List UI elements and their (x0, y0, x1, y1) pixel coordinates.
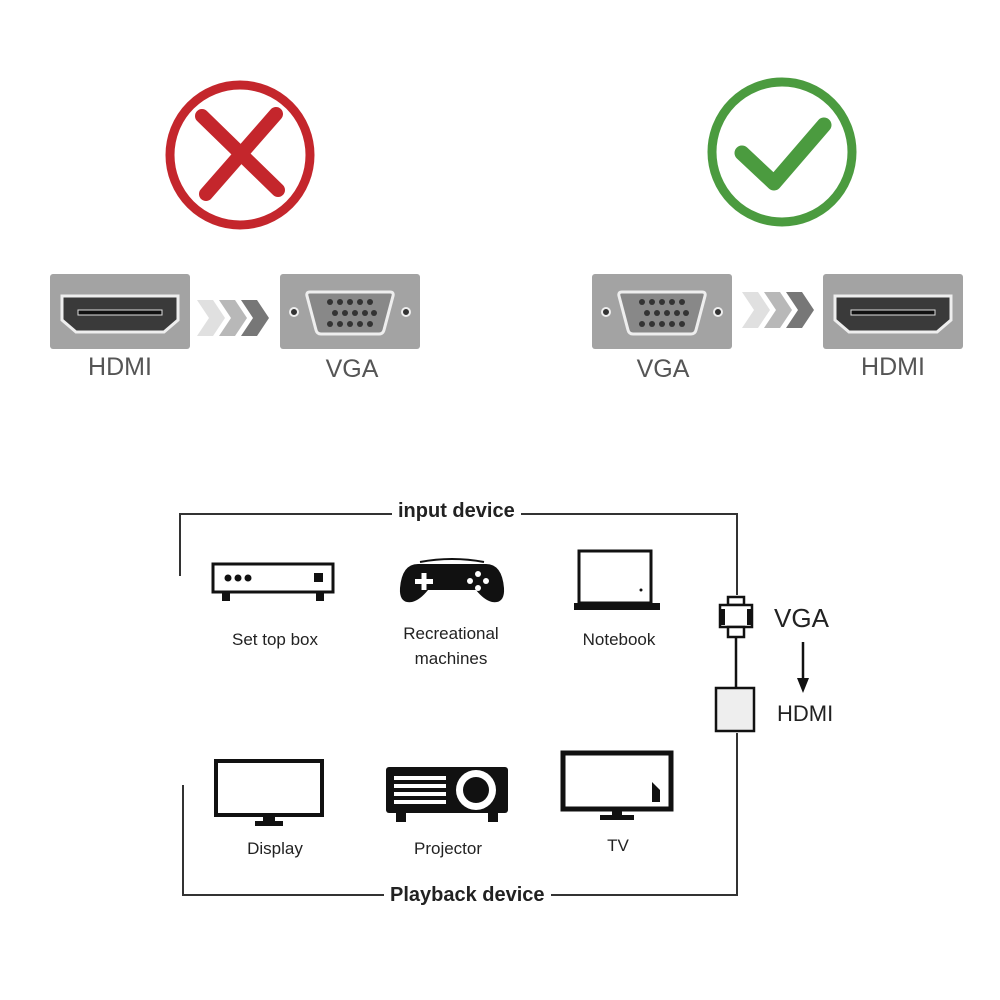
hdmi-label: HDMI (88, 353, 152, 381)
arrow-down-icon (797, 642, 809, 693)
direction-arrows-icon (742, 292, 814, 328)
vga-port-panel-right (592, 274, 732, 349)
vga-to-hdmi-adapter-icon (714, 595, 756, 733)
notebook-label: Notebook (582, 630, 656, 649)
display-icon (214, 759, 324, 826)
hdmi-label-right: HDMI (861, 353, 925, 381)
vga-label-right: VGA (636, 355, 690, 383)
vga-label: VGA (325, 355, 379, 383)
vga-port-icon (289, 290, 411, 336)
vga-port-panel (280, 274, 420, 349)
label-line: machines (414, 649, 488, 668)
input-device-title: input device (392, 500, 521, 523)
adapter-hdmi-label: HDMI (777, 701, 834, 726)
notebook-icon (574, 549, 660, 610)
bracket-line (179, 513, 181, 576)
label-line: Recreational (403, 624, 499, 643)
hdmi-port-panel (50, 274, 190, 349)
playback-device-title: Playback device (384, 884, 551, 907)
direction-arrows-icon (197, 300, 269, 336)
hdmi-port-panel-right (823, 274, 963, 349)
bracket-line (736, 513, 738, 595)
tv-icon (560, 750, 674, 820)
tv-label: TV (607, 836, 629, 855)
gamepad-icon (399, 558, 505, 603)
bracket-line (736, 733, 738, 895)
projector-icon (386, 767, 508, 822)
projector-label: Projector (413, 839, 483, 858)
recreational-machines-label: Recreational machines (371, 621, 531, 671)
red-cross-circle-icon (165, 80, 315, 230)
hdmi-port-icon (833, 294, 953, 334)
vga-port-icon (601, 290, 723, 336)
set-top-box-label: Set top box (231, 630, 318, 649)
display-label: Display (247, 839, 303, 858)
hdmi-port-icon (60, 294, 180, 334)
adapter-vga-label: VGA (774, 603, 829, 633)
green-check-circle-icon (707, 77, 857, 227)
bracket-line (182, 785, 184, 895)
set-top-box-icon (211, 562, 335, 601)
